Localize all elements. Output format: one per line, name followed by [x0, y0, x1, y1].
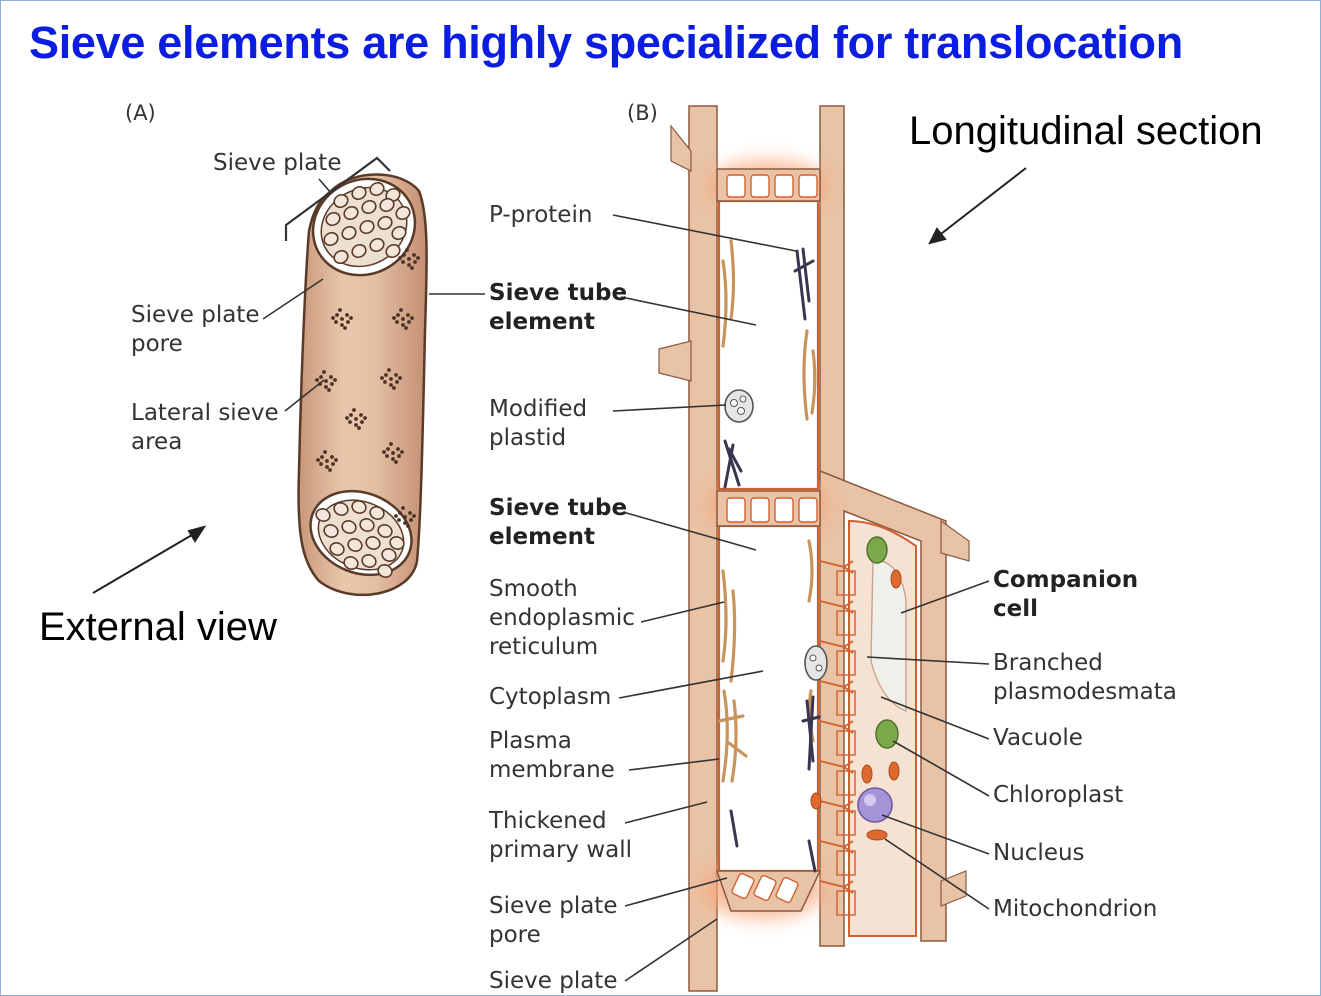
label-line: pore [131, 330, 259, 359]
label-a-sieve-plate-pore: Sieve plate pore [131, 301, 259, 359]
label-a-lateral-sieve-area: Lateral sieve area [131, 399, 279, 457]
label-modified-plastid: Modified plastid [489, 395, 587, 453]
label-line: Sieve plate [489, 892, 617, 921]
label-sieve-tube-element-upper: Sieve tube element [489, 279, 627, 337]
panel-a-label: (A) [125, 101, 156, 125]
label-line: Sieve plate [131, 301, 259, 330]
panel-b-label: (B) [627, 101, 658, 125]
label-line: area [131, 428, 279, 457]
label-line: primary wall [489, 836, 632, 865]
label-sieve-tube-element-lower: Sieve tube element [489, 494, 627, 552]
label-line: plasmodesmata [993, 678, 1177, 707]
label-nucleus: Nucleus [993, 839, 1085, 868]
label-line: endoplasmic [489, 604, 635, 633]
label-cytoplasm: Cytoplasm [489, 683, 611, 712]
label-line: Branched [993, 649, 1177, 678]
label-line: plastid [489, 424, 587, 453]
longitudinal-section-illustration [659, 106, 969, 991]
label-line: Sieve tube [489, 494, 627, 523]
label-line: Companion [993, 566, 1138, 595]
label-p-protein: P-protein [489, 201, 592, 230]
label-line: reticulum [489, 633, 635, 662]
label-line: element [489, 308, 627, 337]
label-thickened-primary-wall: Thickened primary wall [489, 807, 632, 865]
label-vacuole: Vacuole [993, 724, 1083, 753]
label-mitochondrion: Mitochondrion [993, 895, 1157, 924]
label-a-sieve-plate: Sieve plate [213, 149, 341, 178]
label-line: pore [489, 921, 617, 950]
label-line: element [489, 523, 627, 552]
external-cell-illustration [296, 161, 432, 595]
label-line: cell [993, 595, 1138, 624]
label-line: membrane [489, 756, 615, 785]
external-view-label: External view [39, 605, 277, 650]
label-companion-cell: Companion cell [993, 566, 1138, 624]
label-plasma-membrane: Plasma membrane [489, 727, 615, 785]
label-line: Modified [489, 395, 587, 424]
label-b-sieve-plate: Sieve plate [489, 967, 617, 996]
label-b-sieve-plate-pore: Sieve plate pore [489, 892, 617, 950]
label-line: Lateral sieve [131, 399, 279, 428]
longitudinal-section-label: Longitudinal section [909, 109, 1263, 154]
label-branched-plasmodesmata: Branched plasmodesmata [993, 649, 1177, 707]
label-line: Sieve tube [489, 279, 627, 308]
label-line: Thickened [489, 807, 632, 836]
label-smooth-er: Smooth endoplasmic reticulum [489, 575, 635, 662]
label-line: Smooth [489, 575, 635, 604]
label-line: Plasma [489, 727, 615, 756]
label-chloroplast: Chloroplast [993, 781, 1123, 810]
